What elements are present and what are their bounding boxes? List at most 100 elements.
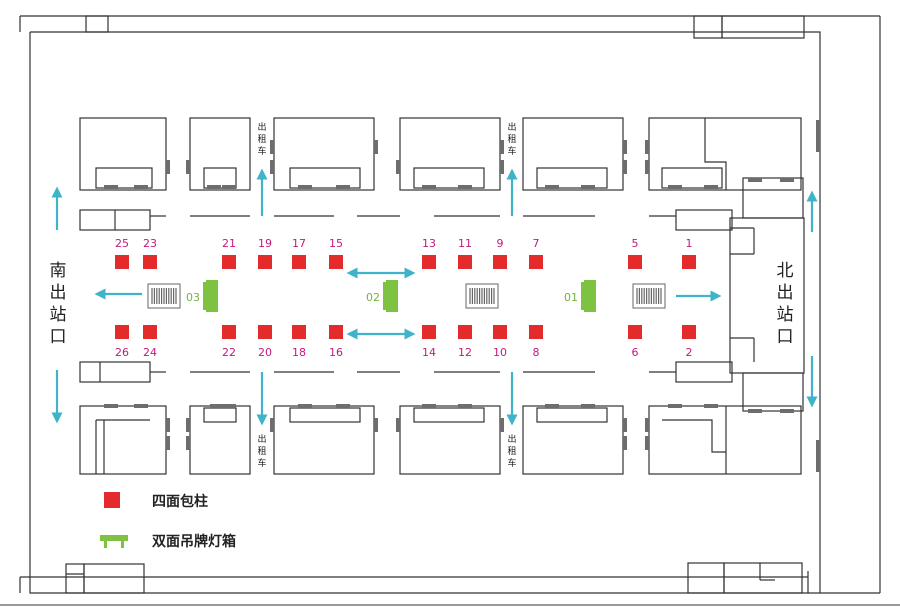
lightboxes: 01 02 03 <box>186 280 596 312</box>
pillar-9 <box>493 255 507 269</box>
pillar-label-21: 21 <box>222 237 236 250</box>
pillar-12 <box>458 325 472 339</box>
pillar-label-19: 19 <box>258 237 272 250</box>
pillar-label-12: 12 <box>458 346 472 359</box>
pillar-1 <box>682 255 696 269</box>
pillar-label-23: 23 <box>143 237 157 250</box>
pillar-14 <box>422 325 436 339</box>
lightbox-bracket-01 <box>581 282 584 310</box>
lightbox-label-02: 02 <box>366 291 380 304</box>
pillar-7 <box>529 255 543 269</box>
pillar-label-6: 6 <box>632 346 639 359</box>
pillar-label-15: 15 <box>329 237 343 250</box>
pillar-label-25: 25 <box>115 237 129 250</box>
lightbox-bracket-03 <box>203 282 206 310</box>
lightbox-03 <box>206 280 218 312</box>
pillar-17 <box>292 255 306 269</box>
taxi-label-char: 租 <box>257 446 266 457</box>
taxi-label-char: 租 <box>257 134 266 145</box>
pillar-6 <box>628 325 642 339</box>
legend-lightbox-label: 双面吊牌灯箱 <box>152 533 236 550</box>
south-exit-chars-char: 出 <box>50 283 67 303</box>
pillar-24 <box>143 325 157 339</box>
taxi-label-char: 车 <box>507 145 516 157</box>
pillar-label-9: 9 <box>497 237 504 250</box>
lightbox-bracket-02 <box>383 282 386 310</box>
pillar-16 <box>329 325 343 339</box>
pillar-label-26: 26 <box>115 346 129 359</box>
legend-pillar-swatch <box>104 492 120 508</box>
pillar-11 <box>458 255 472 269</box>
flow-arrows <box>51 168 818 426</box>
pillar-23 <box>143 255 157 269</box>
pillar-label-8: 8 <box>533 346 540 359</box>
pillar-label-14: 14 <box>422 346 436 359</box>
pillar-8 <box>529 325 543 339</box>
north-exit-chars-char: 口 <box>777 327 794 347</box>
pillar-label-22: 22 <box>222 346 236 359</box>
escalator-center <box>465 283 499 309</box>
pillar-5 <box>628 255 642 269</box>
legend-lightbox-swatch <box>100 535 128 548</box>
legend: 四面包柱 双面吊牌灯箱 <box>100 492 236 550</box>
south-exit-chars-char: 南 <box>50 261 67 281</box>
taxi-label-char: 出 <box>257 433 266 445</box>
taxi-label: 出租车 <box>257 121 266 157</box>
lightbox-label-03: 03 <box>186 291 200 304</box>
taxi-label-char: 租 <box>507 134 516 145</box>
legend-pillar-label: 四面包柱 <box>152 493 208 510</box>
lightbox-01 <box>584 280 596 312</box>
pillar-label-5: 5 <box>632 237 639 250</box>
taxi-label-char: 租 <box>507 446 516 457</box>
taxi-label-char: 出 <box>507 433 516 445</box>
pillar-19 <box>258 255 272 269</box>
north-exit-chars-char: 北 <box>777 261 794 281</box>
escalator-north <box>632 283 666 309</box>
pillar-label-2: 2 <box>686 346 693 359</box>
taxi-label-char: 出 <box>507 121 516 133</box>
south-exit-chars-char: 站 <box>50 305 67 325</box>
north-exit-chars-char: 站 <box>777 305 794 325</box>
taxi-label: 出租车 <box>507 433 516 469</box>
pillar-label-13: 13 <box>422 237 436 250</box>
pillar-label-24: 24 <box>143 346 157 359</box>
pillar-label-11: 11 <box>458 237 472 250</box>
lightbox-label-01: 01 <box>564 291 578 304</box>
pillar-26 <box>115 325 129 339</box>
outer-walls <box>19 15 881 594</box>
pillar-18 <box>292 325 306 339</box>
lightbox-02 <box>386 280 398 312</box>
pillar-2 <box>682 325 696 339</box>
taxi-label: 出租车 <box>257 433 266 469</box>
south-exit-chars-char: 口 <box>50 327 67 347</box>
pillar-20 <box>258 325 272 339</box>
taxi-label-char: 车 <box>257 145 266 157</box>
pillar-label-16: 16 <box>329 346 343 359</box>
pillar-label-1: 1 <box>686 237 693 250</box>
pillar-25 <box>115 255 129 269</box>
corridor-partitions <box>79 177 805 412</box>
taxi-label: 出租车 <box>507 121 516 157</box>
taxi-label-char: 出 <box>257 121 266 133</box>
north-exit-chars-char: 出 <box>777 283 794 303</box>
pillar-label-10: 10 <box>493 346 507 359</box>
pillar-13 <box>422 255 436 269</box>
pillar-10 <box>493 325 507 339</box>
taxi-label-char: 车 <box>257 457 266 469</box>
pillar-label-7: 7 <box>533 237 540 250</box>
taxi-label-char: 车 <box>507 457 516 469</box>
pillar-22 <box>222 325 236 339</box>
pillar-15 <box>329 255 343 269</box>
pillar-label-17: 17 <box>292 237 306 250</box>
escalator-south <box>147 283 181 309</box>
shop-blocks <box>79 117 802 475</box>
pillar-label-18: 18 <box>292 346 306 359</box>
escalators <box>147 283 666 309</box>
pillars: 1256789101112131415161718192021222324252… <box>115 237 696 359</box>
pillar-21 <box>222 255 236 269</box>
doorway-gates <box>104 120 820 472</box>
